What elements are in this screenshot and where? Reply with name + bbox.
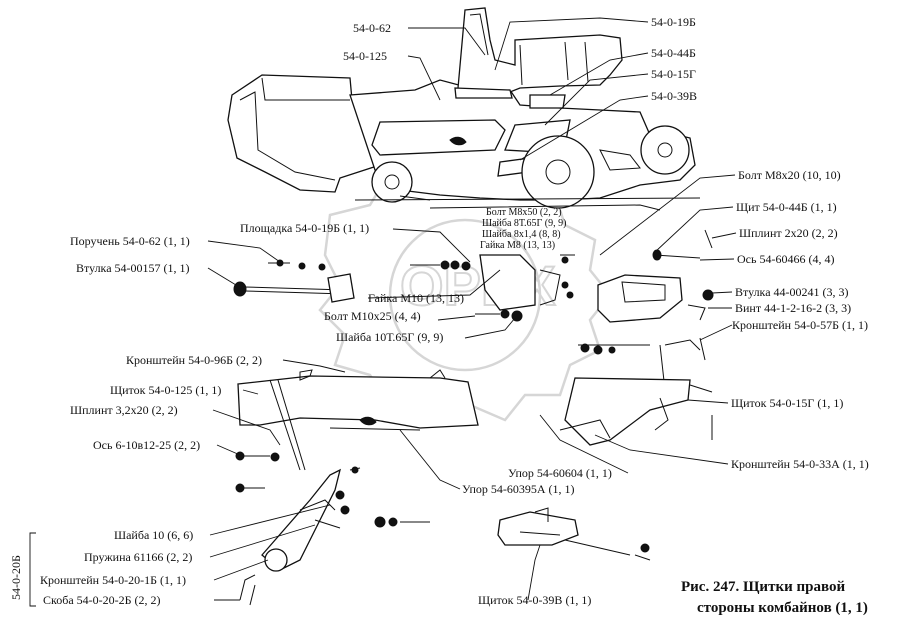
label-54-0-62: 54-0-62: [353, 21, 391, 35]
label-54-0-39v: 54-0-39В: [651, 89, 697, 103]
label-vint: Винт 44-1-2-16-2 (3, 3): [735, 301, 851, 315]
label-pruzhina: Пружина 61166 (2, 2): [84, 550, 192, 564]
label-bolt-m10x25: Болт М10х25 (4, 4): [324, 309, 421, 323]
assembly-bracket: [29, 532, 36, 607]
label-54-0-44b: 54-0-44Б: [651, 46, 696, 60]
label-shchit-44b: Щит 54-0-44Б (1, 1): [736, 200, 837, 214]
label-shaiba-10t: Шайба 10Т.65Г (9, 9): [336, 330, 443, 344]
leader-lines: [207, 17, 737, 601]
label-kronshtein-33a: Кронштейн 54-0-33А (1, 1): [731, 457, 869, 471]
label-54-0-15g: 54-0-15Г: [651, 67, 696, 81]
label-upor-60395a: Упор 54-60395А (1, 1): [462, 482, 575, 496]
label-ploshchadka: Площадка 54-0-19Б (1, 1): [240, 221, 369, 235]
label-shplint-3-2x20: Шплинт 3,2х20 (2, 2): [70, 403, 178, 417]
label-gaika-m8: Гайка М8 (13, 13): [480, 240, 555, 251]
label-poruchen: Поручень 54-0-62 (1, 1): [70, 234, 190, 248]
label-shaiba-8x1-4: Шайба 8х1,4 (8, 8): [482, 229, 561, 240]
label-os-60466: Ось 54-60466 (4, 4): [737, 252, 834, 266]
label-shchitok-15g: Щиток 54-0-15Г (1, 1): [731, 396, 843, 410]
label-shchitok-39v: Щиток 54-0-39В (1, 1): [478, 593, 591, 607]
label-kronshtein-57b: Кронштейн 54-0-57Б (1, 1): [732, 318, 868, 332]
label-upor-60604: Упор 54-60604 (1, 1): [508, 466, 612, 480]
label-shplint-2x20: Шплинт 2х20 (2, 2): [739, 226, 838, 240]
combine-harvester-drawing: [227, 7, 701, 211]
label-shaiba-8t: Шайба 8Т.65Г (9, 9): [482, 218, 566, 229]
label-assembly-54-0-20b: 54-0-20Б: [9, 555, 23, 600]
label-bolt-m8x20: Болт М8х20 (10, 10): [738, 168, 841, 182]
label-vtulka-00157: Втулка 54-00157 (1, 1): [76, 261, 190, 275]
label-shaiba-10: Шайба 10 (6, 6): [114, 528, 193, 542]
label-skoba: Скоба 54-0-20-2Б (2, 2): [43, 593, 161, 607]
label-bolt-m8x50: Болт М8х50 (2, 2): [486, 207, 562, 218]
labels: 54-0-62 54-0-125 54-0-19Б 54-0-44Б 54-0-…: [9, 15, 869, 616]
label-kronshtein-20-1b: Кронштейн 54-0-20-1Б (1, 1): [40, 573, 186, 587]
caption-line-1: Рис. 247. Щитки правой: [681, 579, 845, 595]
label-vtulka-00241: Втулка 44-00241 (3, 3): [735, 285, 849, 299]
label-kronshtein-96b: Кронштейн 54-0-96Б (2, 2): [126, 353, 262, 367]
label-gaika-m10: Гайка М10 (13, 13): [368, 291, 464, 305]
label-shchitok-125: Щиток 54-0-125 (1, 1): [110, 383, 221, 397]
exploded-parts: [233, 229, 714, 606]
label-os-6-10: Ось 6-10в12-25 (2, 2): [93, 438, 200, 452]
caption-line-2: стороны комбайнов (1, 1): [697, 600, 868, 616]
label-54-0-125: 54-0-125: [343, 49, 387, 63]
label-54-0-19b: 54-0-19Б: [651, 15, 696, 29]
